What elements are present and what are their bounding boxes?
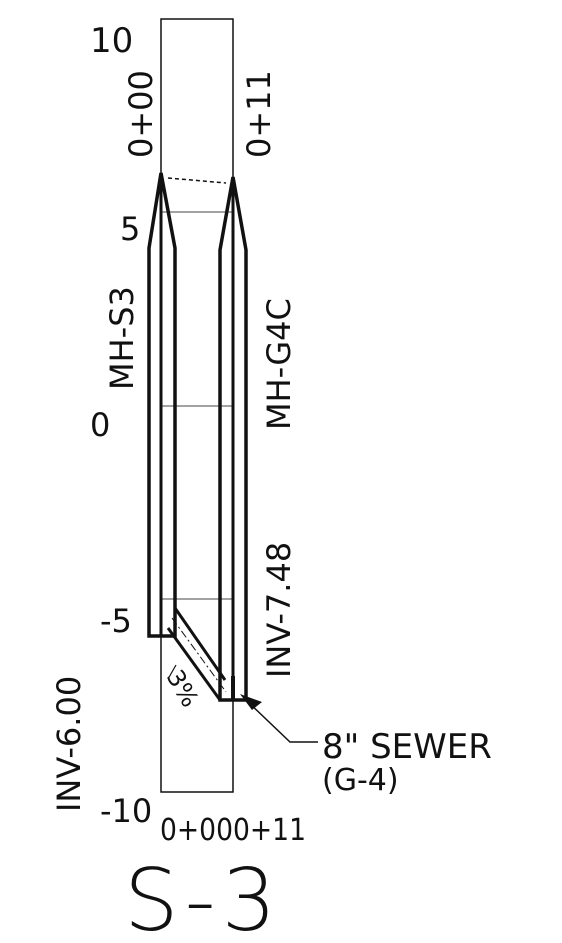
station-label-top-right: 0+11	[240, 70, 278, 158]
structure-label-mh-g4c: MH-G4C	[260, 298, 298, 430]
sheet-title: S-3	[124, 851, 282, 938]
structure-label-mh-s3: MH-S3	[103, 286, 141, 390]
sewer-pipe	[166, 603, 227, 701]
manhole-mh-g4c	[218, 176, 248, 702]
invert-label-right: INV-7.48	[260, 542, 298, 678]
axis-label-10: 10	[90, 21, 133, 61]
pipe-label: 8" SEWER	[322, 727, 492, 767]
pipe-leader	[231, 676, 318, 743]
axis-label-0: 0	[90, 406, 110, 444]
ground-line	[167, 177, 227, 184]
slope-tick	[167, 664, 177, 680]
axis-label-minus5: -5	[100, 602, 132, 640]
invert-label-left: INV-6.00	[50, 676, 88, 812]
axis-label-minus10: -10	[100, 792, 152, 830]
pipe-sheet-ref: (G-4)	[322, 763, 399, 798]
station-label-top-left: 0+00	[122, 70, 160, 158]
axis-label-5: 5	[120, 210, 140, 248]
slope-label: 3%	[161, 665, 204, 712]
station-label-bottom: 0+000+11	[160, 813, 306, 848]
manhole-mh-s3	[147, 172, 177, 638]
